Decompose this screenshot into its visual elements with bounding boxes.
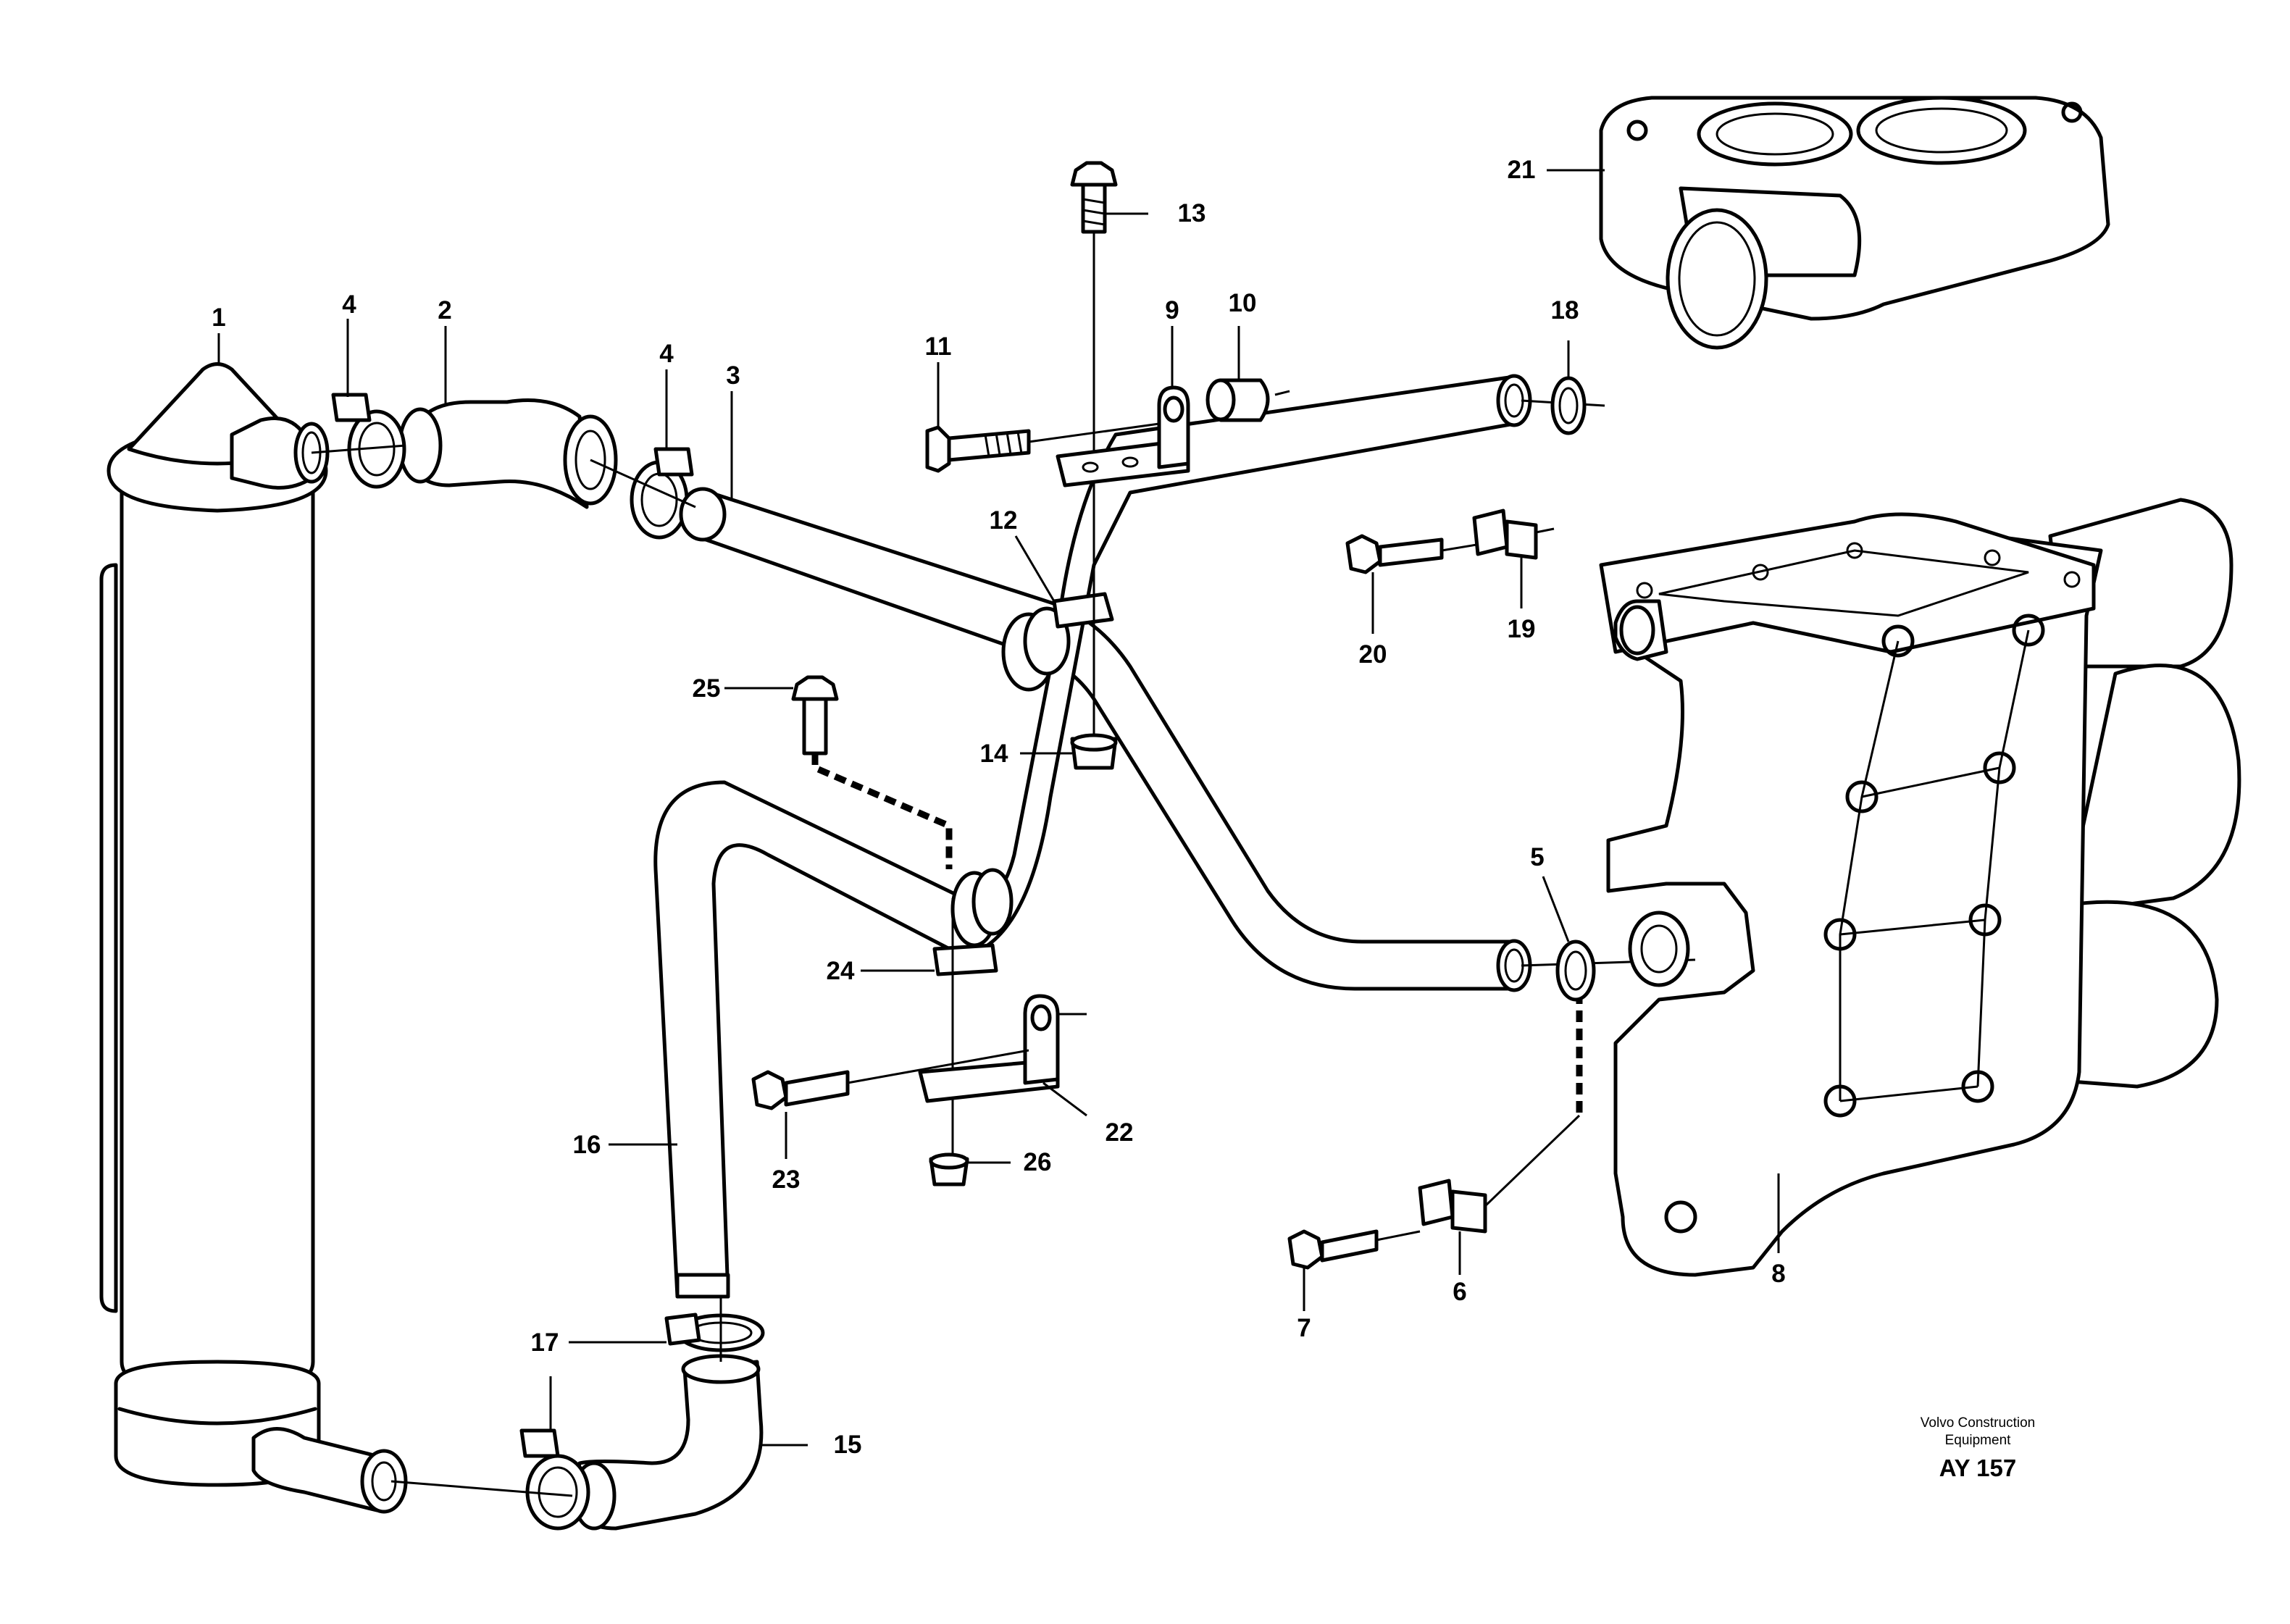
- engine-housing-part-8: [1599, 498, 2241, 1277]
- hose-clamp-part-4-lower: [519, 1428, 590, 1531]
- clip-part-6: [1418, 1114, 1581, 1234]
- footer: Volvo Construction Equipment AY 157: [1921, 1415, 2035, 1481]
- callout-16: 16: [573, 1131, 601, 1159]
- callout-2: 2: [438, 296, 451, 325]
- oil-cooler-part-1: [99, 362, 408, 1514]
- hose-part-2: [398, 398, 618, 509]
- bolt-part-20: [1345, 534, 1508, 574]
- callout-22: 22: [1106, 1118, 1134, 1147]
- callout-8: 8: [1771, 1260, 1785, 1288]
- callout-3: 3: [726, 361, 740, 390]
- callout-labels: 1 4 2 4 3 13 11 9 10 12 14 25 24 22 23 2…: [212, 156, 1785, 1459]
- hose-clamp-part-17: [664, 1313, 765, 1352]
- callout-19: 19: [1508, 615, 1536, 643]
- callout-17: 17: [531, 1328, 559, 1357]
- hose-clamp-part-4-left: [331, 393, 406, 489]
- clip-part-19: [1472, 508, 1555, 560]
- bolt-part-23: [751, 1049, 1029, 1110]
- callout-1: 1: [212, 304, 225, 332]
- callout-6: 6: [1453, 1278, 1466, 1306]
- brand-line-2: Equipment: [1945, 1433, 2012, 1448]
- thermostat-housing-part-21: [1599, 96, 2110, 350]
- assembly-line-25: [811, 753, 953, 869]
- callout-11: 11: [925, 332, 952, 361]
- hose-part-15: [570, 1354, 764, 1531]
- drawing-code: AY 157: [1939, 1455, 2016, 1481]
- bolt-part-11: [925, 422, 1160, 473]
- callout-14: 14: [980, 740, 1008, 768]
- seal-ring-part-5: [1555, 939, 1596, 1002]
- brand-line-1: Volvo Construction: [1921, 1415, 2035, 1431]
- nut-part-26: [929, 1152, 969, 1186]
- callout-5: 5: [1530, 843, 1544, 871]
- callout-24: 24: [827, 957, 855, 985]
- spacer-part-10: [1205, 378, 1290, 422]
- pipe-clamp-part-12: [1001, 592, 1114, 692]
- bolt-part-25: [791, 675, 839, 756]
- leader-lines: [217, 169, 1780, 1447]
- callout-4-left: 4: [342, 290, 356, 319]
- callout-12: 12: [990, 506, 1018, 535]
- callout-10: 10: [1229, 289, 1257, 317]
- pipe-part-3: [679, 487, 1532, 992]
- callout-7: 7: [1297, 1314, 1311, 1342]
- callout-4-right: 4: [659, 340, 674, 368]
- connection-lines: [311, 225, 1696, 1497]
- bolt-part-13: [1070, 161, 1118, 234]
- callout-21: 21: [1508, 156, 1536, 184]
- hose-clamp-part-4-right: [630, 447, 694, 540]
- bracket-part-22: [918, 994, 1087, 1103]
- callout-9: 9: [1165, 296, 1179, 325]
- nut-part-14: [1070, 733, 1118, 770]
- callout-15: 15: [834, 1431, 862, 1459]
- callout-25: 25: [693, 674, 721, 703]
- callout-26: 26: [1024, 1148, 1052, 1176]
- callout-20: 20: [1359, 640, 1387, 669]
- pipe-clamp-part-24: [932, 868, 1014, 976]
- callout-13: 13: [1178, 199, 1206, 227]
- callout-23: 23: [772, 1165, 801, 1194]
- bracket-part-9: [1056, 385, 1190, 487]
- callout-18: 18: [1551, 296, 1579, 325]
- bolt-part-7: [1287, 1229, 1421, 1270]
- seal-ring-part-18: [1550, 376, 1587, 435]
